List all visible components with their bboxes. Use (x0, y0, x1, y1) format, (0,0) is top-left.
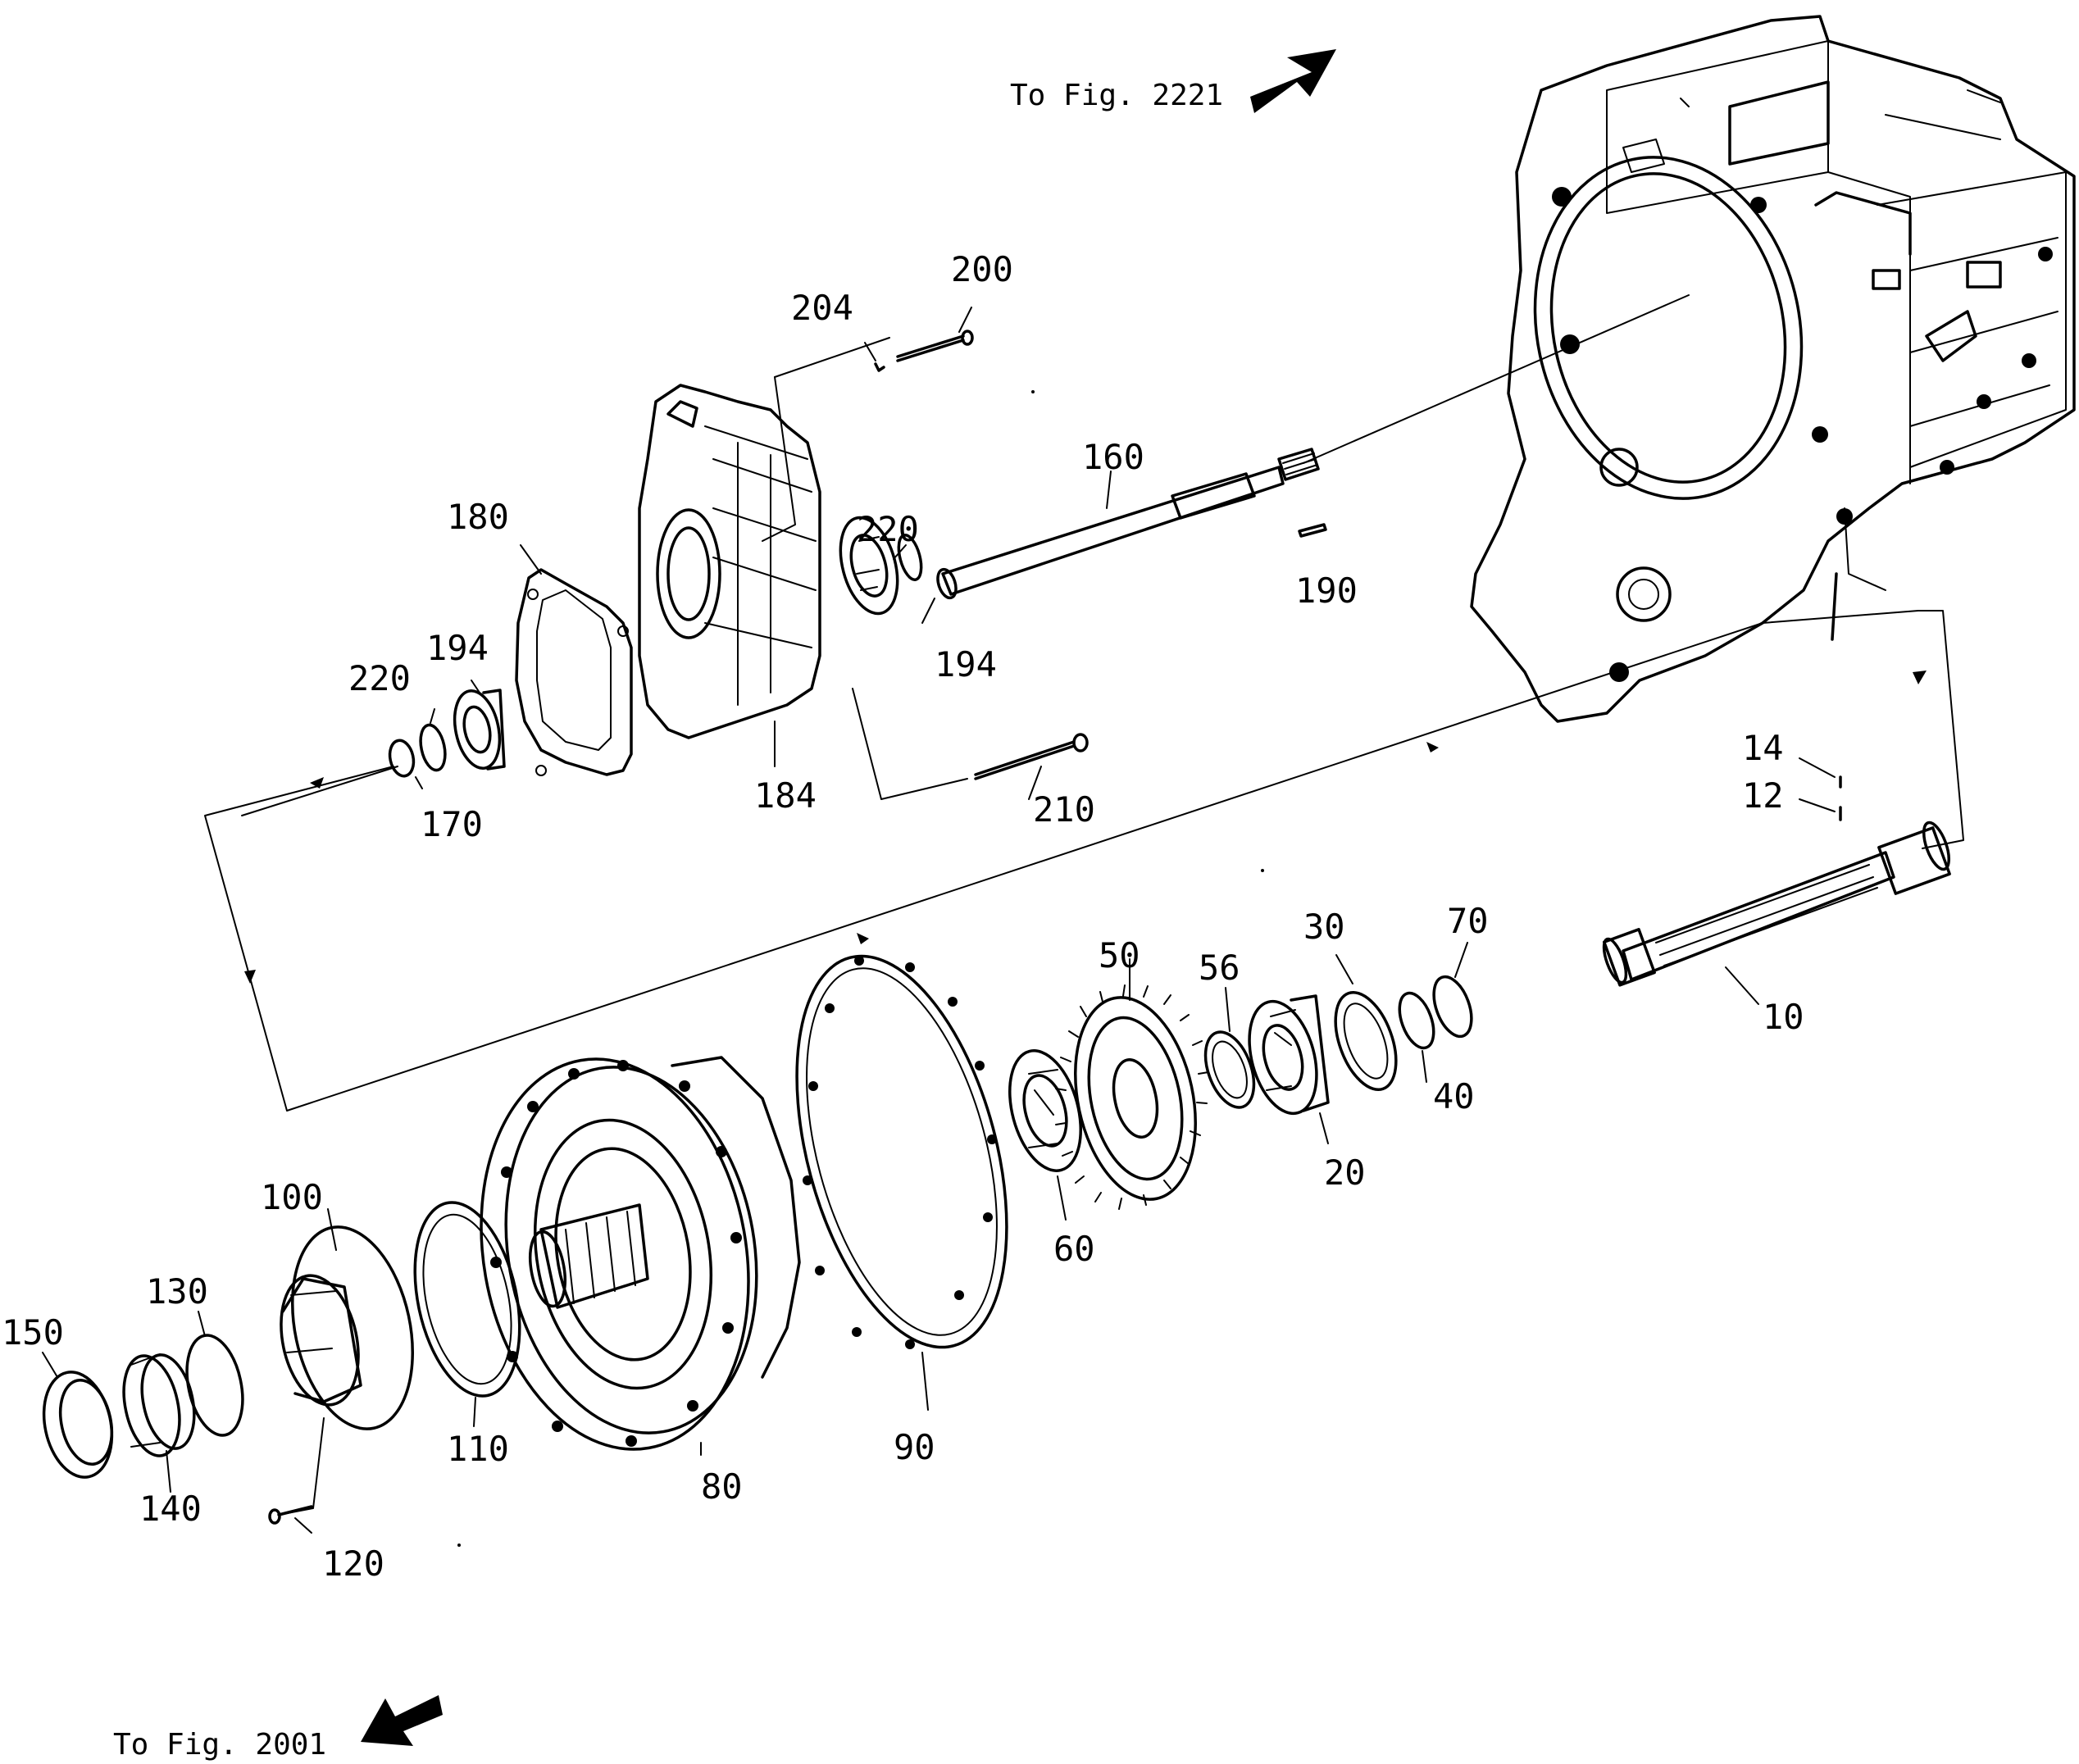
part-180-gasket (515, 568, 633, 776)
part-194-bearing-upper (839, 516, 899, 616)
part-label-194-lower: 194 (426, 628, 489, 668)
part-200-bolt (896, 330, 974, 362)
part-120-bolt (268, 1505, 313, 1525)
part-204-pin (874, 362, 885, 372)
part-150-seal (42, 1371, 114, 1479)
part-label-80: 80 (701, 1466, 743, 1507)
part-160-shaft (936, 448, 1320, 600)
part-label-12: 12 (1742, 775, 1784, 816)
part-label-50: 50 (1099, 935, 1140, 975)
part-50-gear (1055, 984, 1209, 1210)
part-210-bolt (974, 733, 1089, 780)
assembly-flow-lines (204, 294, 1964, 1516)
part-label-140: 140 (139, 1489, 202, 1529)
part-30-washer (1334, 990, 1398, 1092)
part-label-160: 160 (1082, 437, 1144, 477)
part-labels: 200 204 160 180 220 194 190 194 220 184 … (2, 249, 1804, 1584)
part-220-ring-upper (897, 534, 923, 581)
part-56-washer (1203, 1030, 1256, 1109)
part-170-ring (388, 739, 416, 778)
part-80-carrier-housing (480, 1056, 801, 1451)
part-70-ring (1432, 975, 1473, 1039)
part-label-90: 90 (894, 1427, 935, 1467)
part-220-ring-lower (419, 723, 447, 772)
part-label-56: 56 (1199, 948, 1240, 988)
part-90-gasket (795, 954, 1008, 1349)
part-label-130: 130 (146, 1271, 208, 1312)
part-label-120: 120 (322, 1544, 384, 1584)
part-label-180: 180 (447, 497, 509, 537)
part-label-14: 14 (1742, 728, 1784, 768)
part-label-210: 210 (1033, 789, 1095, 830)
part-label-40: 40 (1433, 1076, 1475, 1116)
part-label-184: 184 (754, 775, 817, 816)
part-10-input-shaft (1602, 821, 1951, 987)
part-label-30: 30 (1303, 907, 1345, 947)
part-190-key (1298, 523, 1327, 538)
part-40-ring (1398, 991, 1435, 1050)
part-184-housing (638, 384, 821, 739)
figure-ref-bottom[interactable]: To Fig. 2001 (113, 1728, 326, 1762)
part-label-190: 190 (1295, 571, 1358, 611)
part-label-110: 110 (447, 1429, 509, 1469)
part-label-200: 200 (951, 249, 1013, 289)
part-label-170: 170 (421, 804, 483, 844)
part-140-bearing (122, 1353, 196, 1457)
part-label-60: 60 (1053, 1229, 1095, 1269)
part-label-220-lower: 220 (348, 658, 411, 698)
part-100-cover (280, 1225, 414, 1430)
ref-bottom-group[interactable]: To Fig. 2001 (113, 1695, 443, 1762)
part-194-bearing-lower (453, 689, 506, 771)
part-label-220-upper: 220 (857, 509, 919, 549)
part-label-20: 20 (1324, 1153, 1366, 1193)
figure-ref-top[interactable]: To Fig. 2221 (1010, 79, 1223, 112)
part-110-gasket (413, 1201, 521, 1398)
part-60-bearing (1008, 1049, 1082, 1172)
part-label-150: 150 (2, 1312, 64, 1353)
part-label-10: 10 (1763, 997, 1804, 1037)
part-label-204: 204 (791, 288, 853, 328)
arrow-left-icon (361, 1695, 443, 1746)
part-20-bearing (1248, 994, 1330, 1116)
part-label-100: 100 (261, 1177, 323, 1217)
part-label-194-upper: 194 (935, 644, 997, 684)
part-label-70: 70 (1447, 901, 1489, 941)
ref-top-group[interactable]: To Fig. 2221 (1010, 49, 1336, 113)
transmission-case (1470, 15, 2076, 723)
arrow-right-icon (1250, 49, 1336, 113)
leader-lines (42, 307, 1836, 1534)
